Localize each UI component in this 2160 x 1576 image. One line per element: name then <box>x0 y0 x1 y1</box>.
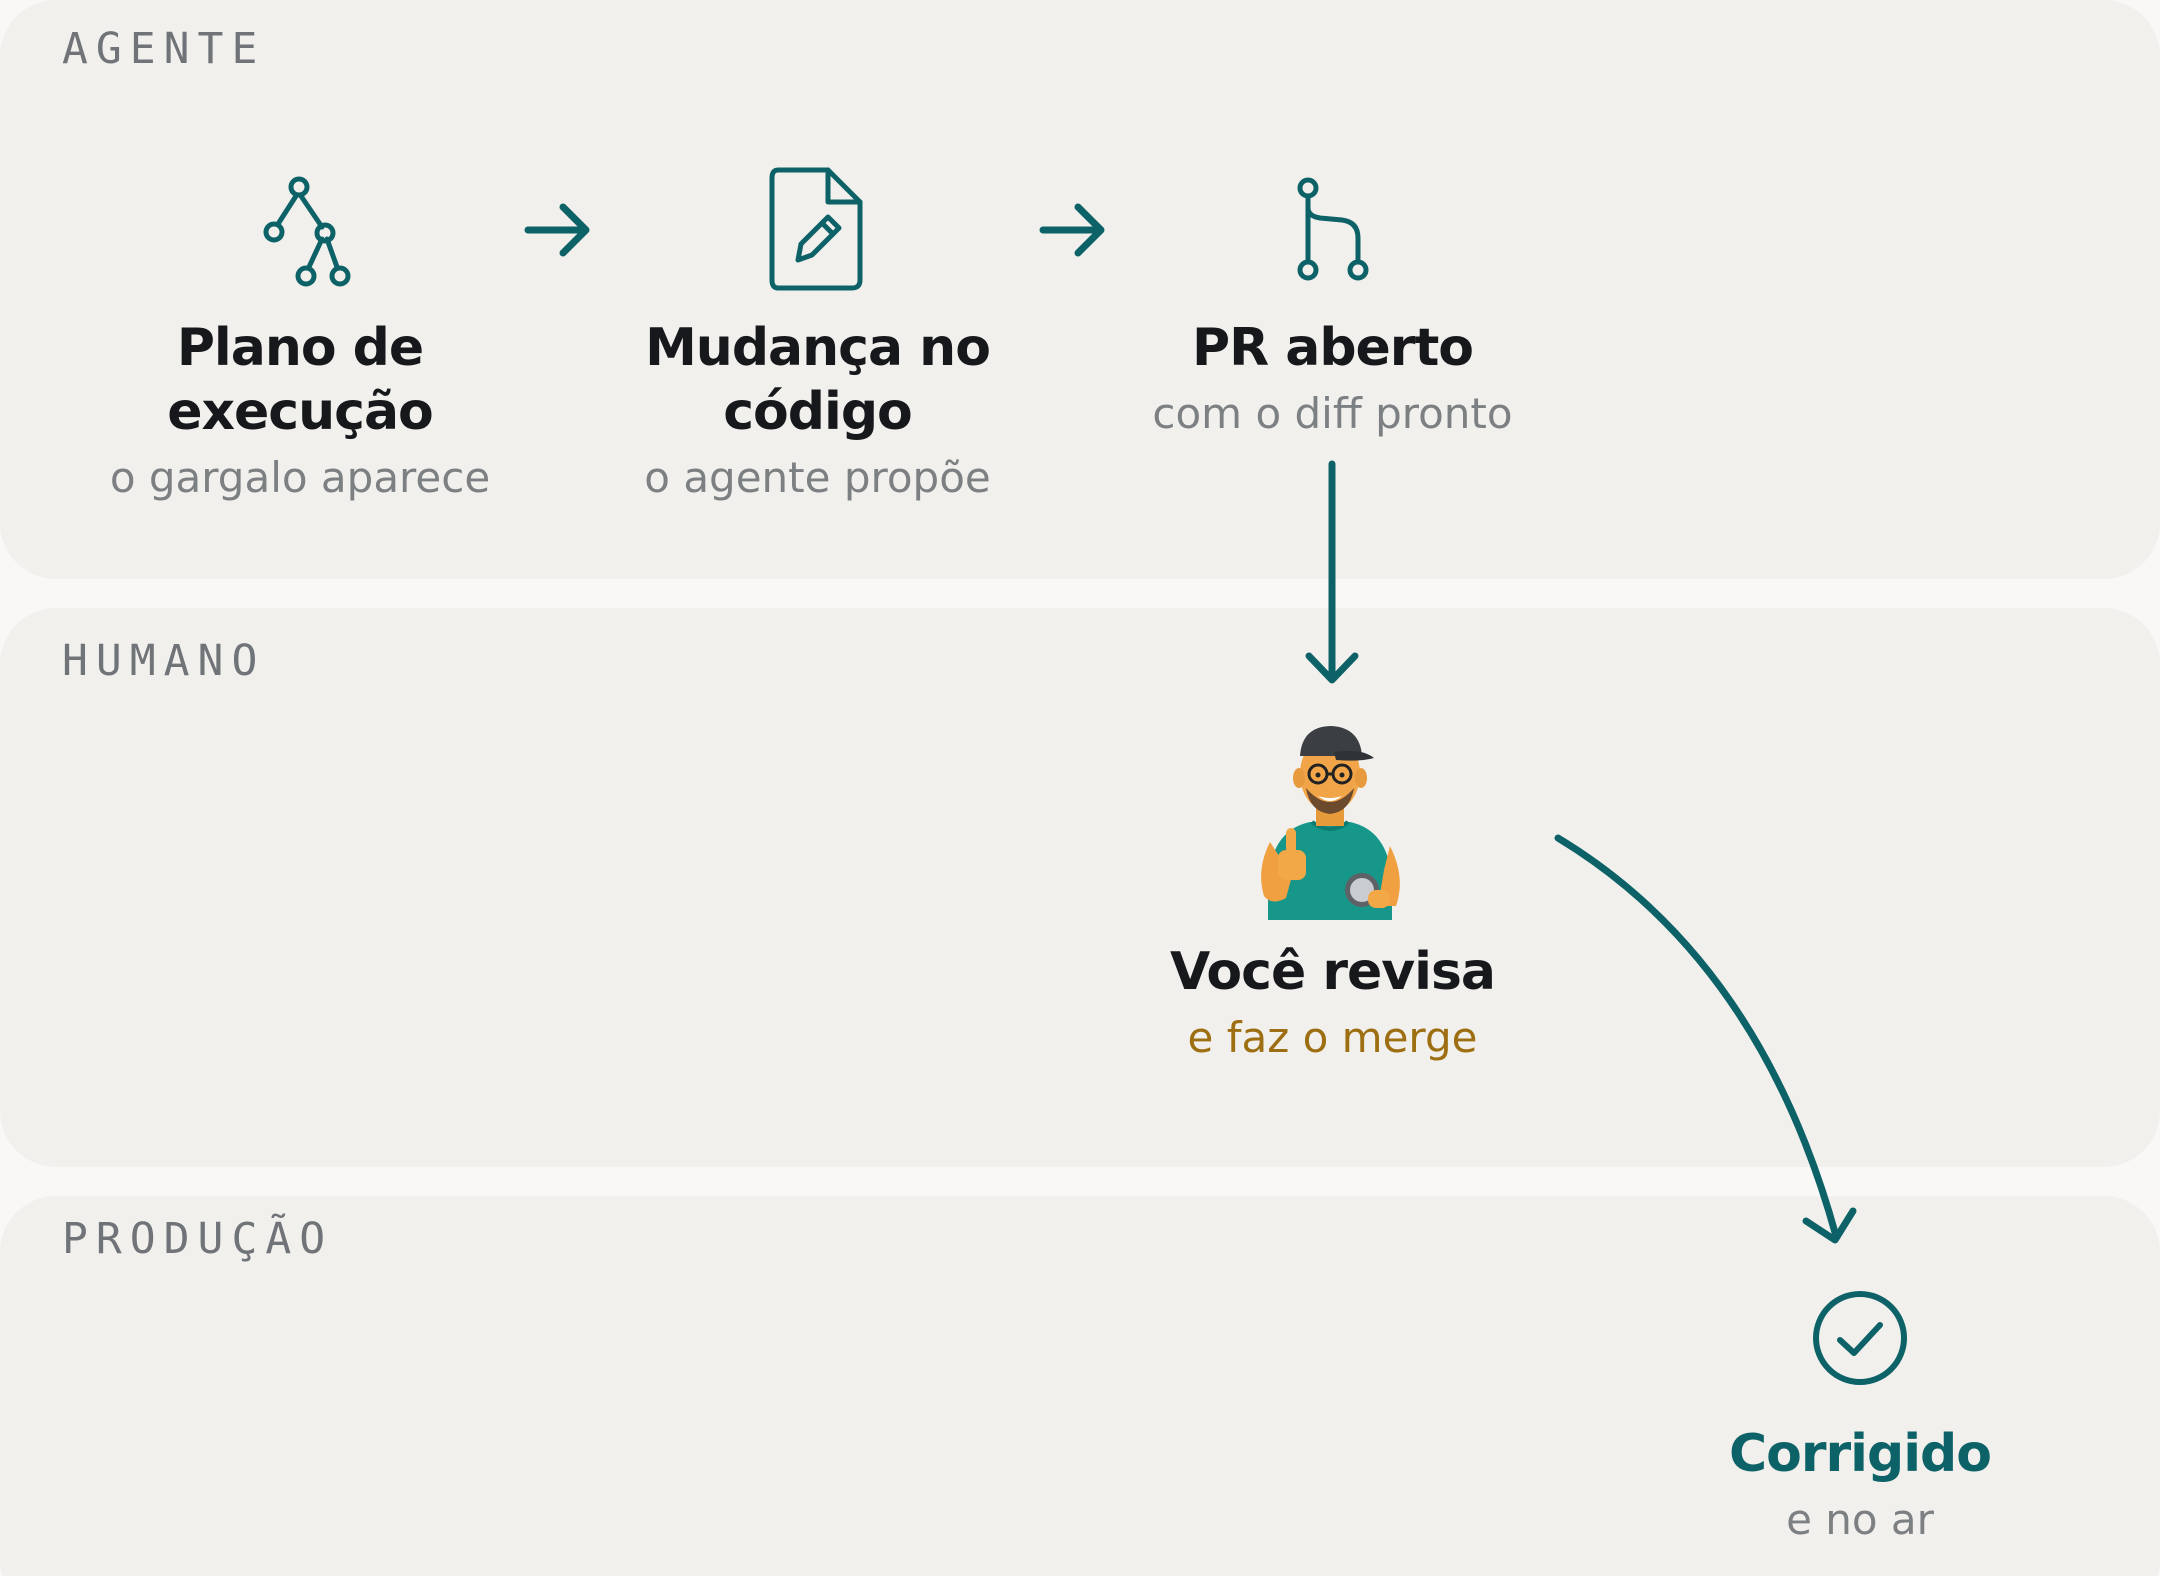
node-subtitle: o gargalo aparece <box>109 453 491 502</box>
lane-production: PRODUÇÃO <box>0 1196 2160 1576</box>
node-pull-request: PR aberto com o diff pronto <box>1100 316 1565 442</box>
execution-tree-icon <box>252 172 352 292</box>
node-human-review: Você revisa e faz o merge <box>1100 940 1565 1066</box>
node-subtitle: com o diff pronto <box>1152 389 1513 438</box>
node-subtitle: e faz o merge <box>1187 1013 1478 1062</box>
node-title: Mudança no código <box>565 316 1070 444</box>
lane-human: HUMANO <box>0 608 2160 1167</box>
node-code-change: Mudança no código o agente propõe <box>565 316 1070 506</box>
node-execution-plan: Plano de execução o gargalo aparece <box>60 316 540 506</box>
node-title-line: Mudança no <box>645 318 991 378</box>
file-edit-icon <box>768 166 868 294</box>
node-title-line: execução <box>167 382 434 442</box>
node-fixed: Corrigido e no ar <box>1650 1422 2070 1548</box>
arrow-plan-to-change <box>524 203 590 257</box>
lane-label-agent: AGENTE <box>62 24 266 74</box>
arrow-change-to-pr <box>1039 203 1105 257</box>
node-title: PR aberto <box>1191 318 1474 378</box>
check-circle-icon <box>1812 1290 1908 1386</box>
lane-agent: AGENTE <box>0 0 2160 579</box>
reviewer-avatar <box>1250 710 1410 926</box>
node-subtitle: o agente propõe <box>644 453 991 502</box>
node-title: Corrigido <box>1729 1424 1992 1484</box>
git-pull-request-icon <box>1290 172 1370 288</box>
node-title: Plano de execução <box>60 316 540 444</box>
arrow-review-to-fixed <box>1554 834 1857 1244</box>
lane-label-production: PRODUÇÃO <box>62 1214 334 1264</box>
node-title: Você revisa <box>1170 942 1496 1002</box>
arrow-pr-to-review <box>1305 460 1359 684</box>
node-title-line: Plano de <box>176 318 424 378</box>
node-subtitle: e no ar <box>1786 1495 1934 1544</box>
lane-label-human: HUMANO <box>62 636 266 686</box>
node-title-line: código <box>723 382 913 442</box>
